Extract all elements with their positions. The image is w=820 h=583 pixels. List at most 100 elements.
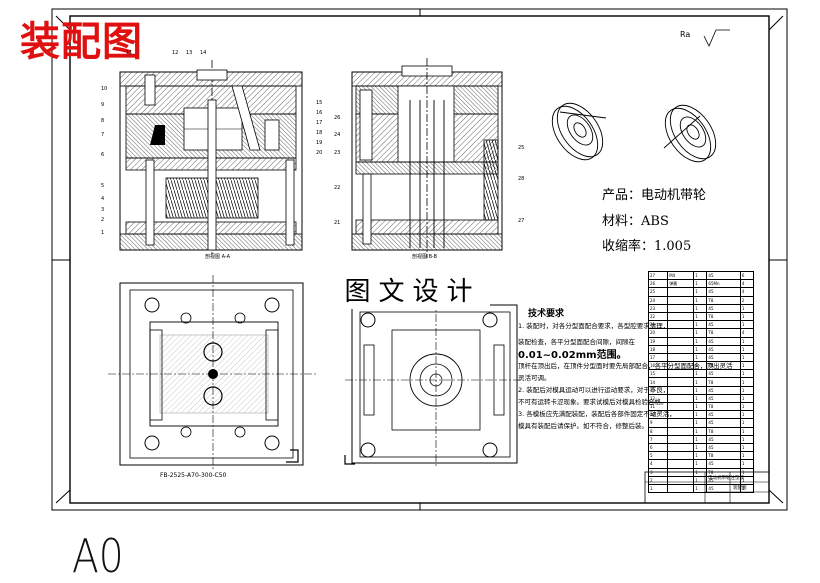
bom-cell: 1 — [739, 385, 755, 395]
bom-cell: 1 — [693, 311, 708, 322]
part-number-label: 15 — [316, 100, 323, 106]
part-number-label: 21 — [334, 220, 341, 226]
bom-cell: 45 — [706, 320, 741, 330]
bom-cell: 1 — [739, 426, 755, 436]
part-number-label: 5 — [101, 183, 105, 189]
bom-cell: M4 — [667, 270, 695, 281]
bom-cell: 8 — [647, 426, 669, 436]
product-name: 产品：电动机带轮 — [602, 188, 707, 203]
bom-cell: 26 — [647, 279, 669, 289]
bom-cell: 17 — [647, 352, 669, 363]
sheet-size-label: A0 — [72, 529, 124, 583]
bom-cell: 弹簧 — [667, 279, 695, 289]
bom-cell: 22 — [647, 311, 669, 322]
bom-cell: 1 — [693, 336, 708, 346]
bom-cell: 45 — [706, 303, 741, 313]
bom-cell — [667, 328, 695, 338]
bom-cell: 4 — [647, 459, 669, 469]
bom-cell: 45 — [706, 434, 741, 444]
requirement-line: 2. 装配后对模具运动可以进行运动要求，对于不良， — [518, 386, 670, 394]
plan-view-fixed-half — [344, 300, 524, 468]
bom-cell — [667, 459, 695, 469]
bom-cell: 1 — [739, 418, 755, 428]
part-number-label: 7 — [101, 132, 105, 138]
product-shrinkage: 收缩率：1.005 — [602, 239, 692, 254]
bom-cell — [667, 483, 695, 494]
part-number-label: 28 — [518, 176, 525, 182]
bom-cell — [667, 434, 695, 444]
bom-cell: T8 — [706, 401, 741, 412]
bom-cell: 45 — [706, 459, 741, 469]
title-block-name: 电动机带轮注塑模 — [708, 476, 744, 481]
part-number-label: 18 — [316, 130, 323, 136]
bom-cell: 1 — [693, 352, 708, 363]
part-number-label: 19 — [316, 140, 323, 146]
bom-cell: 1 — [739, 336, 755, 346]
requirement-line: 0.01~0.02mm范围。 — [518, 350, 627, 361]
bom-cell: 1 — [739, 311, 755, 322]
bom-cell: 7 — [647, 434, 669, 444]
part-number-label: 23 — [334, 150, 341, 156]
requirements-title: 技术要求 — [528, 309, 565, 319]
bom-cell: 4 — [739, 328, 755, 338]
bom-cell: 5 — [647, 451, 669, 461]
bom-cell: 1 — [693, 475, 708, 485]
caption-section-a: 剖视图 A-A — [205, 254, 231, 260]
bom-cell: 1 — [739, 410, 755, 420]
bom-cell: T8 — [706, 295, 741, 305]
bom-cell — [667, 287, 695, 297]
bom-cell: 1 — [693, 385, 708, 395]
part-number-label: 11 — [126, 50, 133, 56]
roughness-symbol — [703, 29, 730, 47]
bom-cell: 27 — [647, 270, 669, 281]
bom-cell: 1 — [739, 303, 755, 313]
bom-cell — [667, 385, 695, 395]
part-number-label: 25 — [518, 145, 525, 151]
bom-cell: 6 — [739, 270, 755, 281]
design-banner: 图文设计 — [335, 275, 490, 309]
part-isometric-1 — [551, 102, 607, 161]
bom-cell: 1 — [739, 377, 755, 387]
bom-cell: 4 — [739, 287, 755, 297]
bom-cell — [667, 401, 695, 412]
title-block-drawing: 装配图 — [733, 486, 747, 491]
bom-cell: 45 — [706, 385, 741, 395]
plan-view-moving-half — [108, 275, 318, 470]
bom-cell: 1 — [693, 344, 708, 354]
bom-cell: 1 — [693, 369, 708, 379]
part-number-label: 3 — [101, 207, 105, 213]
bom-cell — [667, 467, 695, 477]
bom-cell: 1 — [693, 393, 708, 404]
bom-cell: 1 — [693, 270, 708, 281]
bom-cell: T8 — [706, 328, 741, 338]
caption-plan: FB-2525-A70-300-C50 — [160, 472, 227, 479]
bom-cell — [667, 336, 695, 346]
bom-cell: 1 — [693, 451, 708, 461]
bom-cell: 45 — [706, 442, 741, 453]
bom-cell: 1 — [693, 328, 708, 338]
requirement-line: 模具有装配后请保护。如不符合，修整后装。 — [518, 422, 648, 430]
roughness-label: Ra — [680, 30, 691, 39]
bom-cell: 1 — [739, 451, 755, 461]
bom-cell — [667, 344, 695, 354]
product-material: 材料：ABS — [602, 214, 669, 229]
bom-cell: 1 — [693, 320, 708, 330]
bom-cell — [667, 442, 695, 453]
bom-cell — [667, 418, 695, 428]
bom-cell — [667, 361, 695, 371]
bom-cell: 1 — [693, 418, 708, 428]
bom-cell: 1 — [693, 287, 708, 297]
bom-cell: T8 — [706, 426, 741, 436]
